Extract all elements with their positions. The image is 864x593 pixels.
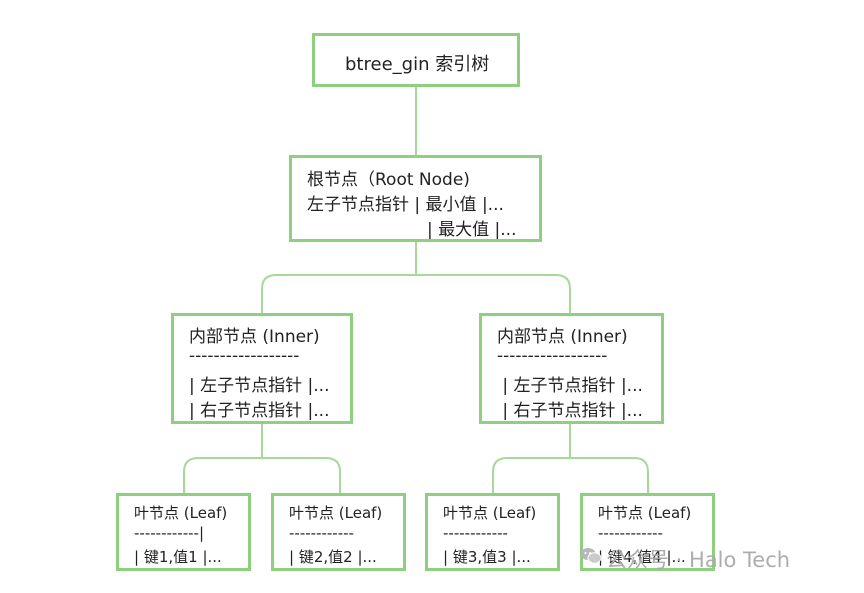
leaf-node-3: 叶节点 (Leaf) ------------ | 键3,值3 |... xyxy=(425,493,560,571)
inner-node-right-pointer: | 右子节点指针 |... xyxy=(189,401,330,421)
inner-node-left: 内部节点 (Inner) ------------------ | 左子节点指针… xyxy=(171,313,353,424)
watermark: 公众号 · Halo Tech xyxy=(580,544,840,572)
inner-node-divider: ------------------ xyxy=(497,346,608,366)
inner-node-label: 内部节点 (Inner) xyxy=(497,327,628,347)
leaf-node-divider: ------------| xyxy=(134,524,205,542)
leaf-node-entry: | 键3,值3 |... xyxy=(443,548,531,566)
inner-node-divider: ------------------ xyxy=(189,346,300,366)
leaf-node-divider: ------------ xyxy=(289,524,354,542)
root-node-left-pointer: 左子节点指针 | 最小值 |... xyxy=(307,195,504,215)
watermark-text: 公众号 · Halo Tech xyxy=(606,548,791,572)
inner-node-label: 内部节点 (Inner) xyxy=(189,327,320,347)
inner-node-right: 内部节点 (Inner) ------------------ | 左子节点指针… xyxy=(479,313,664,424)
inner-node-left-pointer: | 左子节点指针 |... xyxy=(497,376,643,396)
inner-node-left-pointer: | 左子节点指针 |... xyxy=(189,376,330,396)
root-node-max-value: | 最大值 |... xyxy=(427,220,517,240)
inner-node-right-pointer: | 右子节点指针 |... xyxy=(497,401,643,421)
leaf-node-label: 叶节点 (Leaf) xyxy=(598,504,692,522)
leaf-node-divider: ------------ xyxy=(598,524,663,542)
leaf-node-entry: | 键1,值1 |... xyxy=(134,548,222,566)
leaf-node-entry: | 键2,值2 |... xyxy=(289,548,377,566)
leaf-node-label: 叶节点 (Leaf) xyxy=(134,504,228,522)
leaf-node-1: 叶节点 (Leaf) ------------| | 键1,值1 |... xyxy=(116,493,251,571)
wechat-icon xyxy=(580,548,602,564)
leaf-node-4: 叶节点 (Leaf) ------------ | 键4,值4 |... xyxy=(580,493,715,571)
leaf-node-2: 叶节点 (Leaf) ------------ | 键2,值2 |... xyxy=(271,493,406,571)
title-node: btree_gin 索引树 xyxy=(312,33,520,87)
root-node-label: 根节点（Root Node) xyxy=(307,170,470,190)
title-text: btree_gin 索引树 xyxy=(345,54,490,75)
leaf-node-label: 叶节点 (Leaf) xyxy=(289,504,383,522)
leaf-node-label: 叶节点 (Leaf) xyxy=(443,504,537,522)
leaf-node-divider: ------------ xyxy=(443,524,508,542)
root-node: 根节点（Root Node) 左子节点指针 | 最小值 |... | 最大值 |… xyxy=(289,155,542,242)
